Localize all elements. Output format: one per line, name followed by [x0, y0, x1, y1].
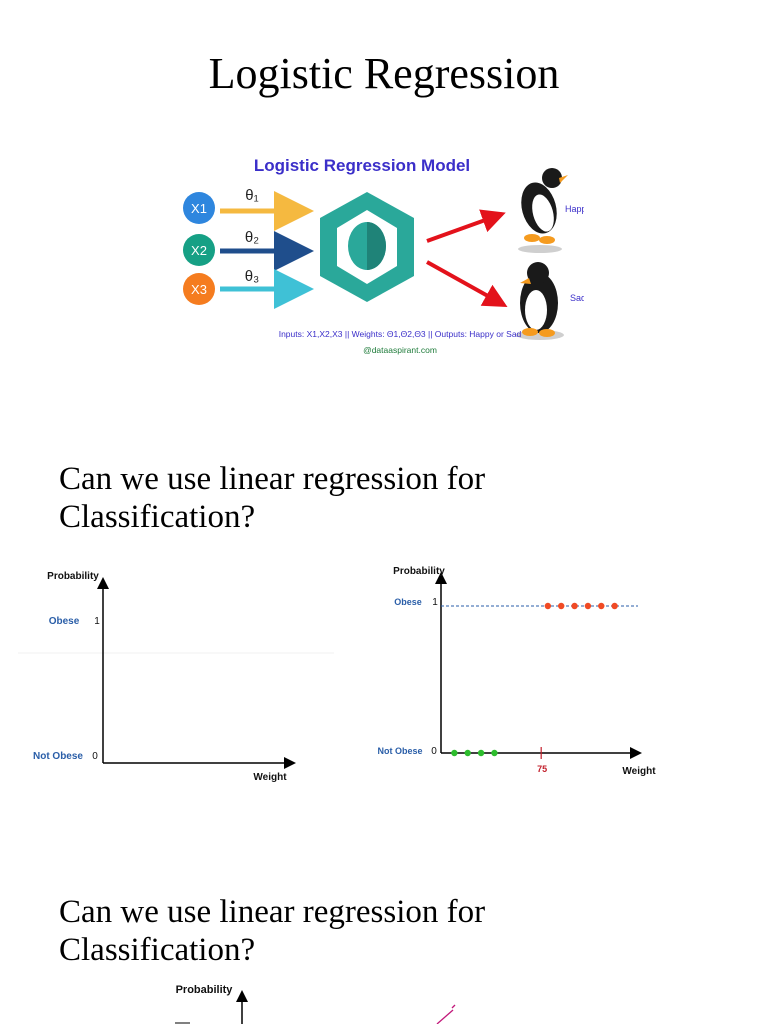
diagram-caption: Inputs: X1,X2,X3 || Weights: Θ1,Θ2,Θ3 ||…	[279, 329, 522, 339]
section-heading-2-line2: Classification?	[59, 932, 256, 968]
chart-empty-axes-svg: Probability Weight Obese 1 Not Obese 0	[18, 571, 334, 783]
diagram-title: Logistic Regression Model	[254, 156, 470, 175]
chart2-point-s0-3	[491, 749, 498, 757]
chart1-category-obese: Obese	[49, 616, 80, 627]
input-label-x1: X1	[191, 201, 207, 216]
chart3-regression-line	[436, 1009, 454, 1025]
chart-regression-cropped-svg: Probability	[175, 984, 456, 1025]
output-label-happy: Happy	[565, 204, 584, 214]
section-heading-1-line1: Can we use linear regression for	[59, 461, 486, 497]
output-arrow-happy	[426, 209, 506, 243]
chart2-points	[451, 602, 618, 757]
model-diagram: Logistic Regression Model X1 X2 X3 θ₁ θ₂…	[174, 148, 592, 362]
weight-label-3: θ₃	[245, 268, 259, 285]
chart2-xlabel: Weight	[622, 766, 656, 777]
output-label-sad: Sad	[570, 293, 584, 303]
chart2-point-s1-4	[598, 602, 605, 610]
chart-obesity-scatter: 75 Probability Weight Obese 1 Not Obese …	[368, 560, 668, 785]
chart1-ytick-0: 0	[92, 751, 98, 762]
happy-penguin-icon	[518, 168, 568, 253]
chart-regression-cropped: Probability	[160, 978, 480, 1025]
chart2-threshold-label: 75	[537, 764, 547, 774]
output-arrow-sad	[426, 260, 508, 307]
chart2-ytick-0: 0	[431, 746, 437, 757]
input-node-x3	[183, 273, 215, 305]
chart1-xlabel: Weight	[253, 772, 287, 783]
sad-penguin-icon	[516, 262, 564, 340]
weight-label-2: θ₂	[245, 229, 259, 246]
chart2-point-s0-1	[464, 749, 471, 757]
chart-empty-axes: Probability Weight Obese 1 Not Obese 0	[18, 563, 338, 793]
input-node-x1	[183, 192, 215, 224]
chart3-regression-line-tip	[451, 1004, 456, 1009]
chart2-point-s1-2	[571, 602, 578, 610]
input-label-x3: X3	[191, 282, 207, 297]
page-title: Logistic Regression	[208, 49, 560, 98]
chart2-category-not-obese: Not Obese	[377, 746, 422, 756]
input-node-x2	[183, 234, 215, 266]
weight-label-1: θ₁	[245, 187, 258, 204]
input-label-x2: X2	[191, 243, 207, 258]
chart2-point-s1-3	[584, 602, 592, 610]
section-heading-2: Can we use linear regression for Classif…	[59, 893, 659, 969]
chart2-point-s0-2	[477, 749, 485, 757]
chart1-category-not-obese: Not Obese	[33, 751, 83, 762]
diagram-credit: @dataaspirant.com	[363, 345, 437, 355]
chart2-point-s1-5	[611, 602, 618, 610]
chart1-ylabel: Probability	[47, 571, 99, 582]
chart2-ylabel: Probability	[393, 566, 445, 577]
model-diagram-svg: Logistic Regression Model X1 X2 X3 θ₁ θ₂…	[183, 156, 592, 355]
section-heading-1: Can we use linear regression for Classif…	[59, 460, 659, 536]
section-heading-2-line1: Can we use linear regression for	[59, 894, 486, 930]
chart2-point-s1-1	[558, 602, 565, 610]
chart-obesity-scatter-svg: 75 Probability Weight Obese 1 Not Obese …	[377, 566, 656, 777]
model-core-shade	[367, 222, 386, 270]
chart2-point-s0-0	[451, 749, 458, 757]
chart2-ytick-1: 1	[432, 597, 438, 608]
chart2-category-obese: Obese	[394, 597, 422, 607]
chart3-ylabel: Probability	[176, 984, 234, 996]
chart1-ytick-1: 1	[94, 616, 100, 627]
chart2-point-s1-0	[544, 602, 552, 610]
section-heading-1-line2: Classification?	[59, 499, 256, 535]
